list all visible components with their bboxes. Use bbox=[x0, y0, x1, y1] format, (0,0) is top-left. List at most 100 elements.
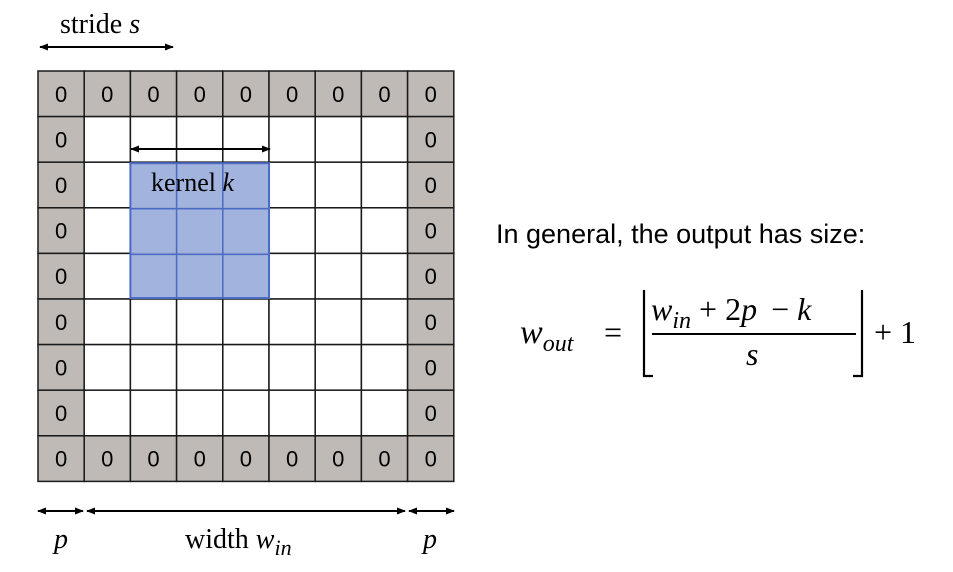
grid-cell bbox=[83, 161, 132, 209]
pad-cell bbox=[268, 435, 316, 483]
pad-cell bbox=[37, 343, 85, 391]
pad-cell bbox=[268, 70, 316, 118]
pad-zero: 0 bbox=[425, 310, 437, 335]
grid-cell bbox=[83, 207, 132, 255]
pad-zero: 0 bbox=[194, 447, 206, 472]
formula-lhs: wout bbox=[520, 314, 575, 357]
pad-cell bbox=[83, 435, 132, 483]
grid-cell bbox=[83, 252, 132, 300]
pad-zero: 0 bbox=[425, 219, 437, 244]
pad-zero: 0 bbox=[147, 82, 159, 107]
pad-zero: 0 bbox=[55, 447, 67, 472]
pad-left-label: p bbox=[52, 524, 68, 555]
grid-cell bbox=[268, 343, 316, 391]
grid-cell bbox=[222, 115, 270, 163]
grid-cell bbox=[268, 115, 316, 163]
pad-cell bbox=[406, 435, 455, 483]
grid-cell bbox=[360, 161, 409, 209]
grid-cell bbox=[83, 389, 132, 437]
grid-cell bbox=[314, 343, 363, 391]
pad-zero: 0 bbox=[55, 310, 67, 335]
pad-cell bbox=[406, 252, 455, 300]
pad-zero: 0 bbox=[378, 82, 390, 107]
general-text: In general, the output has size: bbox=[496, 219, 865, 249]
pad-zero: 0 bbox=[425, 355, 437, 380]
grid-cell bbox=[360, 389, 409, 437]
grid-cell bbox=[360, 343, 409, 391]
pad-zero: 0 bbox=[55, 82, 67, 107]
grid-cell bbox=[360, 115, 409, 163]
pad-zero: 0 bbox=[101, 82, 113, 107]
stride-label: stride s bbox=[60, 9, 140, 40]
grid-cell bbox=[314, 161, 363, 209]
grid-cell bbox=[175, 298, 224, 346]
output-size-formula: wout = win+ 2p−k s + 1 bbox=[520, 290, 916, 378]
pad-zero: 0 bbox=[101, 447, 113, 472]
pad-cell bbox=[360, 70, 409, 118]
grid-cell bbox=[175, 389, 224, 437]
pad-zero: 0 bbox=[425, 82, 437, 107]
pad-zero: 0 bbox=[55, 355, 67, 380]
pad-zero: 0 bbox=[147, 447, 159, 472]
pad-zero: 0 bbox=[55, 173, 67, 198]
grid-cell bbox=[83, 298, 132, 346]
grid-cell bbox=[314, 115, 363, 163]
pad-cell bbox=[37, 161, 85, 209]
pad-zero: 0 bbox=[332, 82, 344, 107]
pad-zero: 0 bbox=[194, 82, 206, 107]
pad-zero: 0 bbox=[332, 447, 344, 472]
grid-cell bbox=[83, 115, 132, 163]
pad-zero: 0 bbox=[55, 401, 67, 426]
grid-cell bbox=[222, 389, 270, 437]
pad-zero: 0 bbox=[55, 127, 67, 152]
grid-cell bbox=[360, 298, 409, 346]
grid-cell bbox=[314, 298, 363, 346]
kernel-label: kernel k bbox=[151, 168, 234, 197]
grid-cell bbox=[268, 389, 316, 437]
grid-cell bbox=[83, 343, 132, 391]
pad-cell bbox=[175, 435, 224, 483]
pad-cell bbox=[406, 298, 455, 346]
grid-cell bbox=[129, 298, 178, 346]
formula-plus-one: + 1 bbox=[874, 314, 916, 350]
grid-cell bbox=[175, 115, 224, 163]
grid-cell bbox=[360, 207, 409, 255]
pad-zero: 0 bbox=[240, 82, 252, 107]
grid-cell bbox=[314, 207, 363, 255]
formula-numerator: win+ 2p−k bbox=[651, 291, 812, 334]
grid-cell bbox=[268, 298, 316, 346]
grid-cell bbox=[222, 343, 270, 391]
kernel-region bbox=[129, 162, 270, 299]
pad-zero: 0 bbox=[378, 447, 390, 472]
pad-zero: 0 bbox=[425, 264, 437, 289]
grid-cell bbox=[129, 389, 178, 437]
pad-cell bbox=[37, 115, 85, 163]
grid-cell bbox=[268, 207, 316, 255]
grid-cell bbox=[268, 161, 316, 209]
grid-cell bbox=[268, 252, 316, 300]
formula-equals: = bbox=[604, 314, 622, 350]
grid-cell bbox=[314, 252, 363, 300]
grid-cell bbox=[129, 115, 178, 163]
pad-zero: 0 bbox=[425, 127, 437, 152]
pad-cell bbox=[406, 70, 455, 118]
grid-cell bbox=[222, 298, 270, 346]
pad-zero: 0 bbox=[425, 447, 437, 472]
pad-cell bbox=[314, 70, 363, 118]
pad-zero: 0 bbox=[286, 82, 298, 107]
pad-cell bbox=[222, 70, 270, 118]
grid-cell bbox=[175, 343, 224, 391]
pad-cell bbox=[360, 435, 409, 483]
pad-zero: 0 bbox=[55, 219, 67, 244]
pad-cell bbox=[222, 435, 270, 483]
grid-cell bbox=[360, 252, 409, 300]
width-label: width win bbox=[185, 524, 292, 560]
grid-cell bbox=[314, 389, 363, 437]
pad-zero: 0 bbox=[55, 264, 67, 289]
pad-zero: 0 bbox=[425, 173, 437, 198]
grid-cell bbox=[129, 343, 178, 391]
floor-left-bracket bbox=[642, 290, 653, 378]
pad-zero: 0 bbox=[240, 447, 252, 472]
pad-zero: 0 bbox=[286, 447, 298, 472]
pad-cell bbox=[406, 389, 455, 437]
